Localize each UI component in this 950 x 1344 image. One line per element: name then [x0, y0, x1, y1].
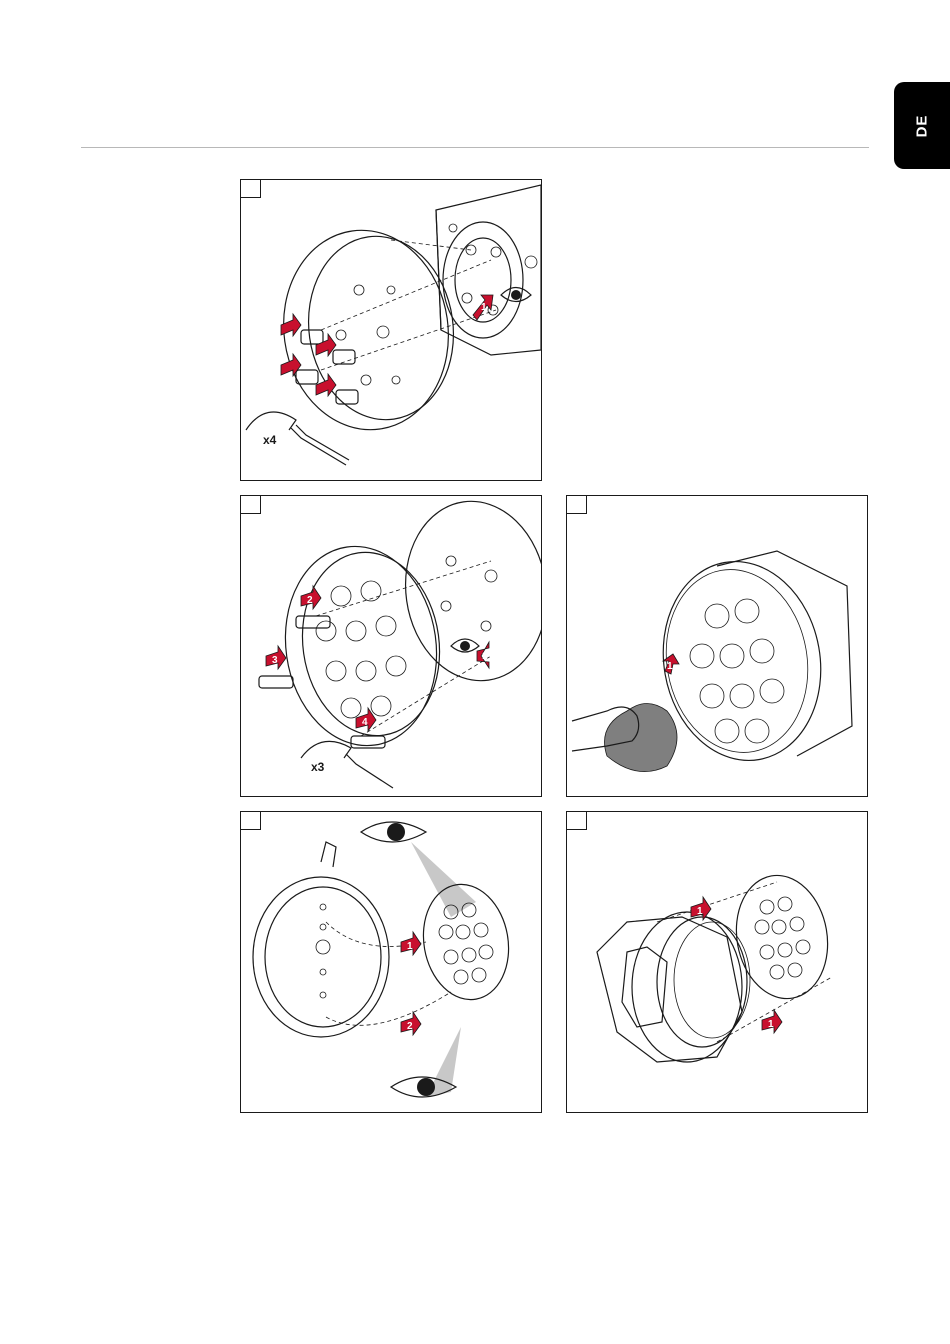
red-arrows: 1 2	[401, 932, 421, 1035]
marker-label: 1	[407, 941, 413, 952]
eye-icon	[501, 288, 531, 302]
language-tab: DE	[894, 82, 950, 169]
marker-label: 1	[482, 651, 488, 662]
red-arrows: 1	[663, 654, 679, 674]
language-tab-label: DE	[914, 114, 931, 137]
tool-changer-disk	[727, 868, 837, 1006]
header-rule	[81, 147, 869, 148]
screw-set	[259, 616, 385, 748]
marker-label: 1	[697, 906, 703, 917]
adapter-plate	[394, 496, 541, 690]
illustration-panel-e: 1 1	[566, 811, 868, 1113]
tool-changer-disk	[648, 549, 852, 773]
adapter-plate	[271, 220, 465, 441]
marker-label: 1	[667, 661, 673, 672]
panel-d-illustration: 1 2	[241, 812, 541, 1112]
multiplier-label: x4	[263, 433, 277, 447]
panel-c-illustration: 1	[567, 496, 867, 796]
torch-body	[597, 912, 750, 1062]
marker-label: 4	[362, 717, 368, 728]
cleaning-cloth-icon	[605, 704, 678, 772]
red-arrows: 1	[281, 295, 493, 396]
marker-label: 2	[407, 1021, 413, 1032]
illustration-panel-a: 1 x4	[240, 179, 542, 481]
eye-icon	[361, 822, 426, 842]
wire-feed-ring	[253, 842, 389, 1037]
panel-b-illustration: 2 3 4 1 x3	[241, 496, 541, 796]
eye-icon	[451, 639, 479, 652]
illustration-panel-c: 1	[566, 495, 868, 797]
marker-label: 3	[272, 655, 278, 666]
illustration-panel-d: 1 2	[240, 811, 542, 1113]
red-arrows: 2 3 4 1	[266, 586, 489, 731]
multiplier-label: x3	[311, 760, 325, 774]
marker-label: 1	[768, 1019, 774, 1030]
illustration-panel-b: 2 3 4 1 x3	[240, 495, 542, 797]
panel-a-illustration: 1 x4	[241, 180, 541, 480]
marker-label: 1	[481, 302, 487, 313]
robot-flange-housing	[436, 185, 541, 355]
marker-label: 2	[307, 595, 313, 606]
panel-e-illustration: 1 1	[567, 812, 867, 1112]
